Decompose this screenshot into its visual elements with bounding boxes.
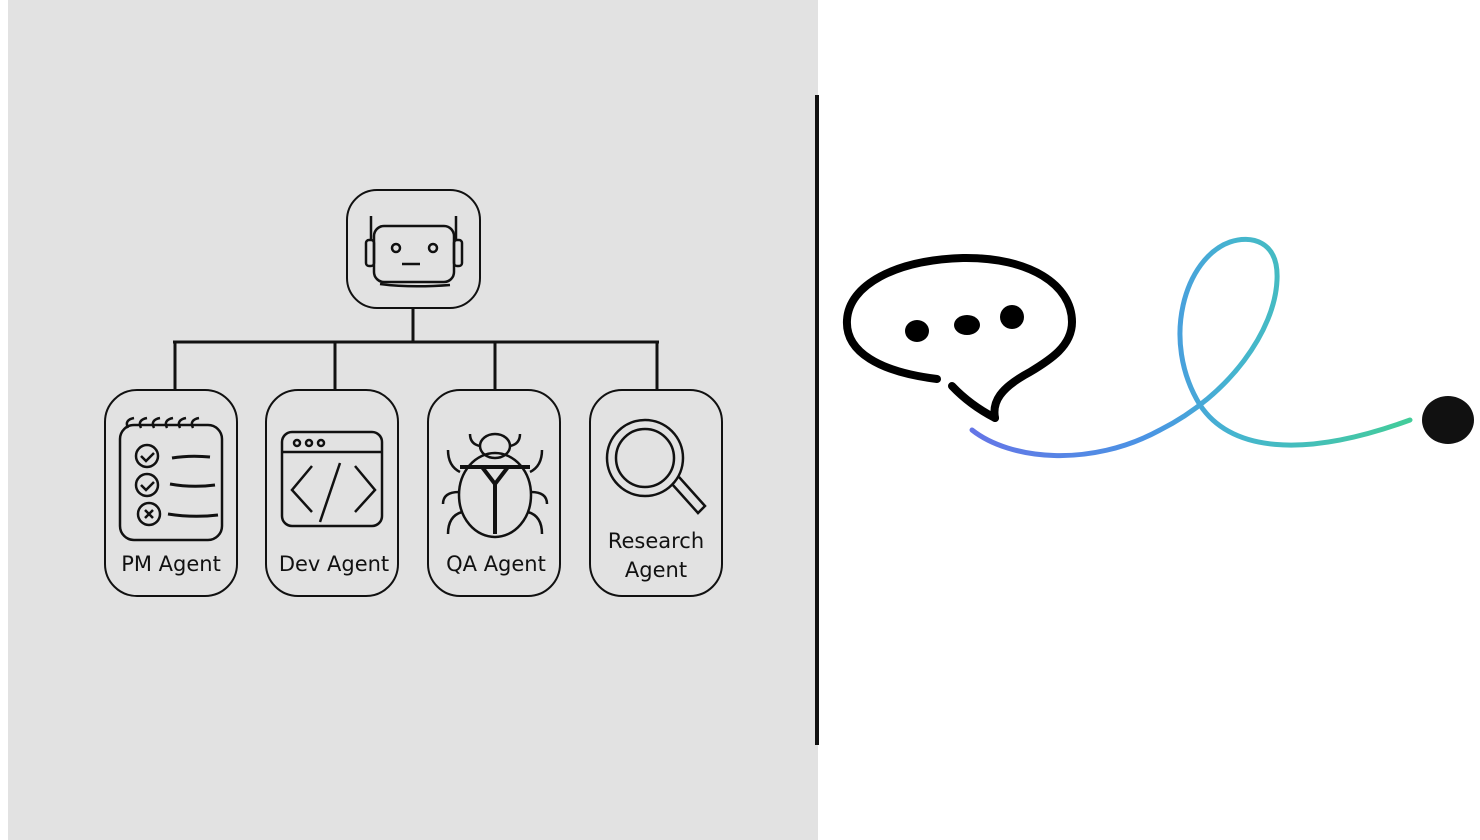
gradient-path bbox=[969, 236, 1413, 459]
end-dot bbox=[1422, 396, 1474, 444]
code-window-icon bbox=[280, 430, 384, 528]
typing-dots bbox=[905, 305, 1024, 342]
agent-label-dev: Dev Agent bbox=[278, 552, 390, 576]
agent-node-pm bbox=[104, 389, 238, 597]
checklist-icon bbox=[118, 416, 224, 542]
magnifier-icon bbox=[605, 418, 707, 515]
agent-label-pm: PM Agent bbox=[121, 552, 221, 576]
bug-icon bbox=[441, 432, 549, 539]
agent-node-dev bbox=[265, 389, 399, 597]
agent-label-research: Research Agent bbox=[607, 529, 705, 582]
connector-lines bbox=[173, 308, 659, 390]
agent-label-qa: QA Agent bbox=[446, 552, 546, 576]
robot-icon bbox=[364, 216, 464, 288]
chat-bubble-icon bbox=[842, 253, 1077, 422]
